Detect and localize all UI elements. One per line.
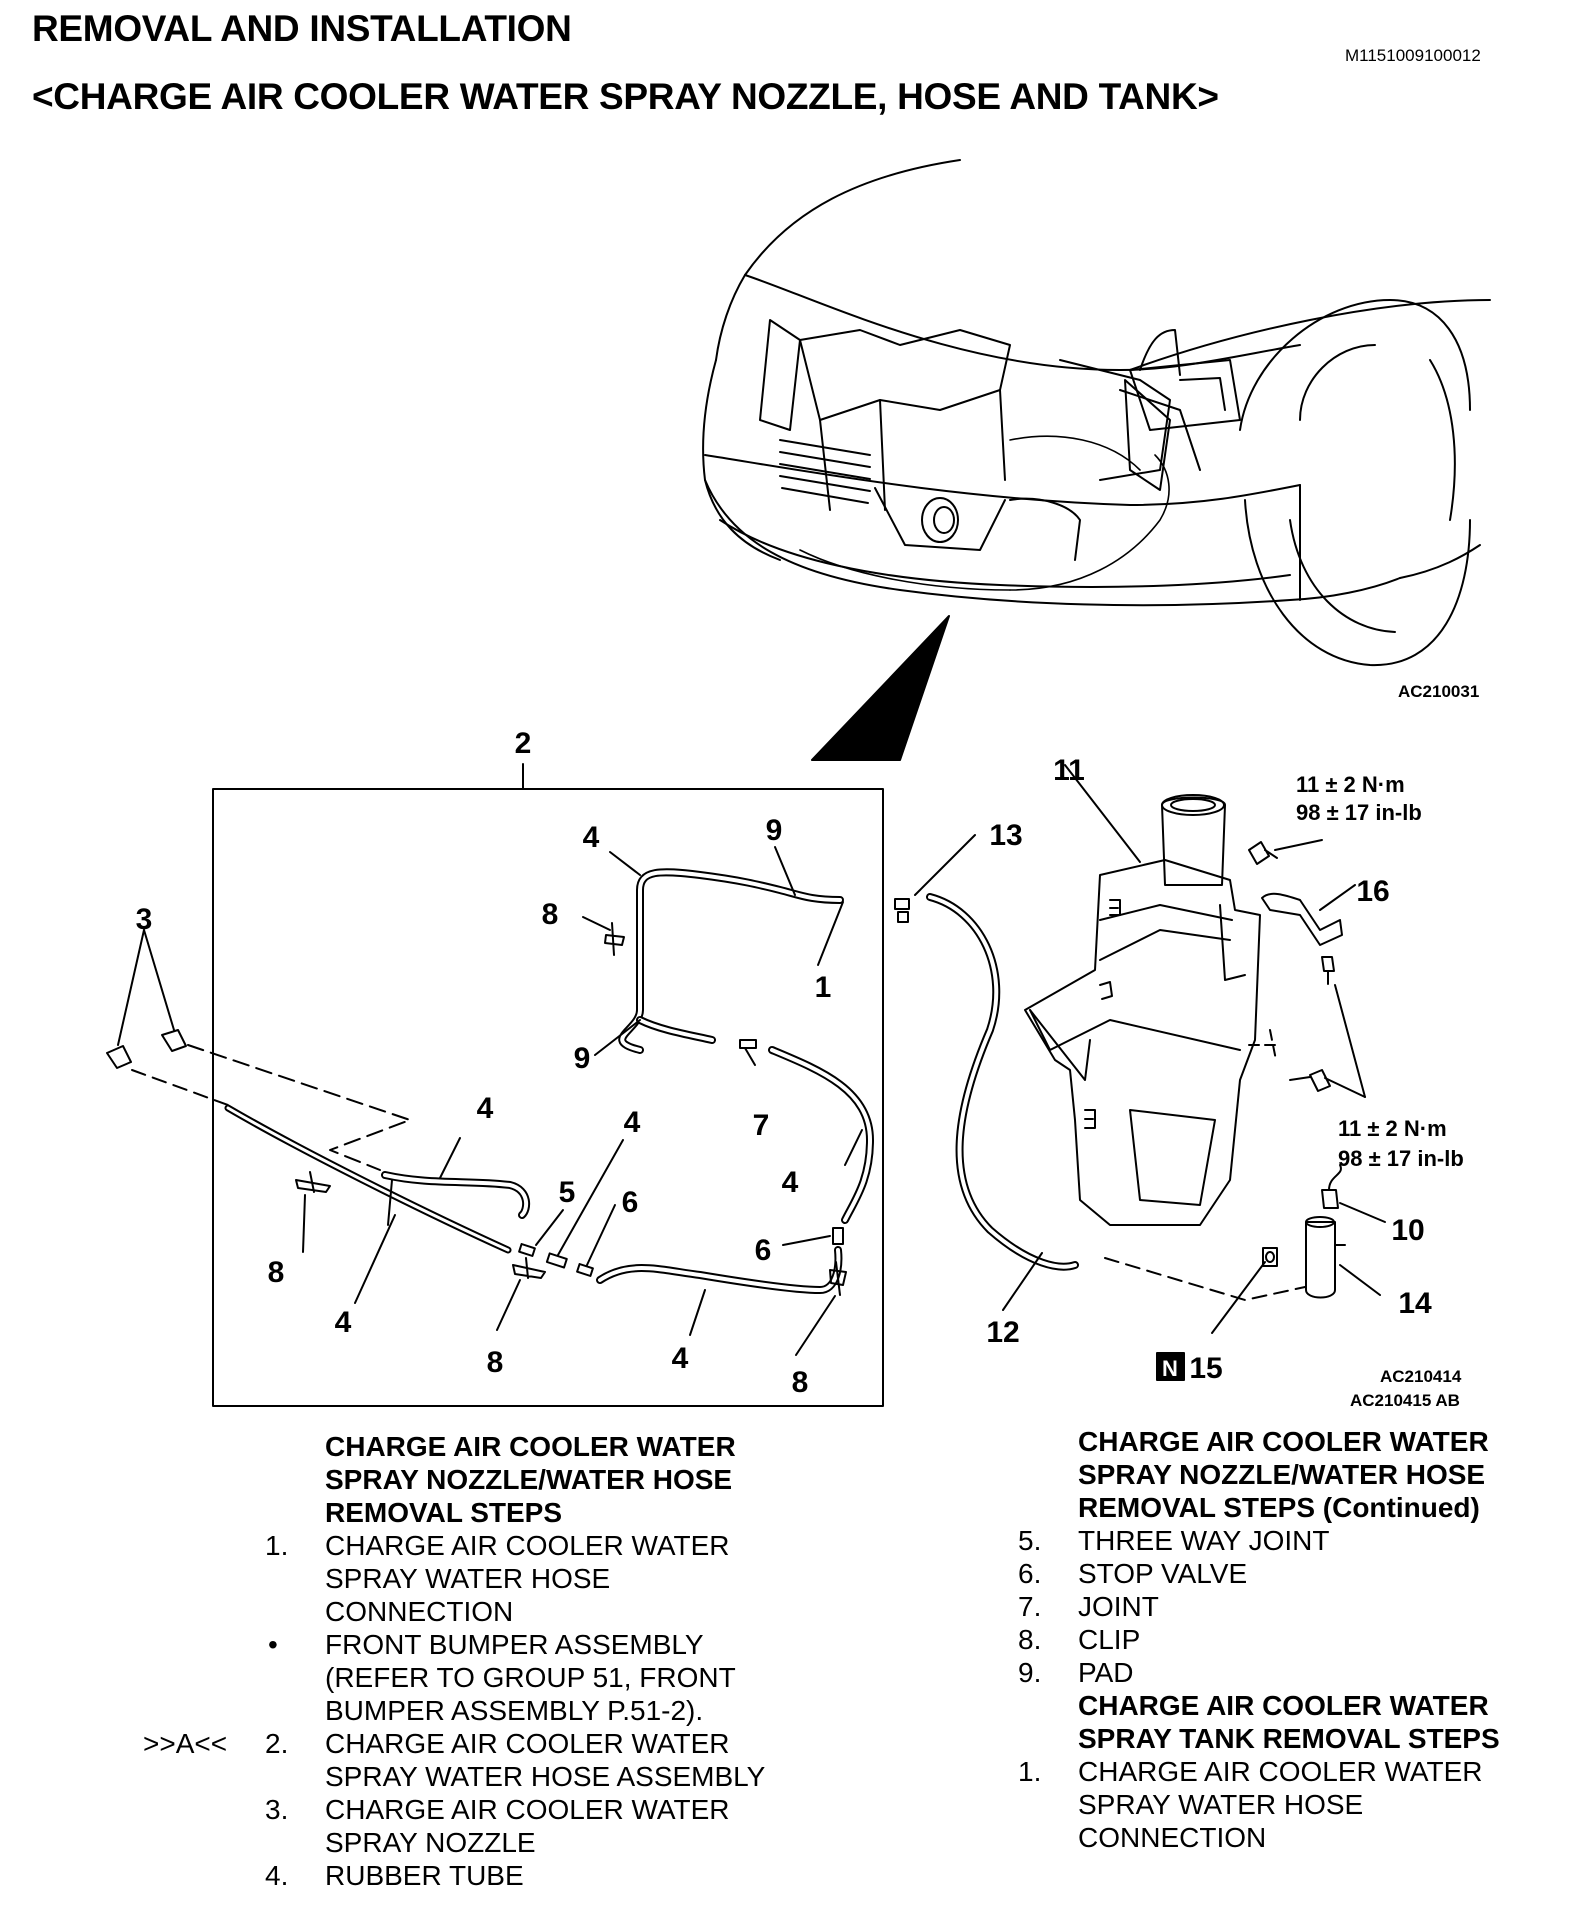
step-item: 6.STOP VALVE (1018, 1558, 1248, 1589)
callout-8: 8 (542, 898, 559, 931)
section-heading: CHARGE AIR COOLER WATER SPRAY NOZZLE/WAT… (1078, 1426, 1489, 1523)
right-steps-column: CHARGE AIR COOLER WATER SPRAY NOZZLE/WAT… (1018, 1425, 1578, 1854)
callout-10: 10 (1391, 1214, 1424, 1247)
callout-13: 13 (989, 819, 1022, 852)
step-item: 5.THREE WAY JOINT (1018, 1525, 1330, 1556)
document-id: M1151009100012 (1345, 46, 1481, 65)
section-heading: CHARGE AIR COOLER WATER SPRAY NOZZLE/WAT… (325, 1431, 736, 1528)
callout-15: 15 (1189, 1352, 1222, 1385)
page-subtitle: <CHARGE AIR COOLER WATER SPRAY NOZZLE, H… (32, 76, 1219, 117)
callout-8: 8 (792, 1366, 809, 1399)
callout-9: 9 (574, 1042, 591, 1075)
left-steps-column: CHARGE AIR COOLER WATER SPRAY NOZZLE/WAT… (143, 1430, 795, 1892)
callout-7: 7 (753, 1109, 770, 1142)
torque-spec-imperial: 98 ± 17 in-lb (1296, 800, 1422, 825)
callout-12: 12 (986, 1316, 1019, 1349)
callout-4: 4 (583, 821, 600, 854)
callout-3: 3 (136, 903, 153, 936)
figure-code: AC210415 AB (1350, 1391, 1460, 1410)
torque-spec-metric: 11 ± 2 N·m (1296, 772, 1405, 797)
callout-4: 4 (782, 1166, 799, 1199)
spray-nozzle (106, 1029, 187, 1069)
callout-8: 8 (268, 1256, 285, 1289)
step-item: 1. CHARGE AIR COOLER WATER SPRAY WATER H… (265, 1530, 730, 1627)
step-item: 7.JOINT (1018, 1591, 1159, 1622)
callout-14: 14 (1398, 1287, 1432, 1320)
hose-assembly-panel (212, 788, 884, 1407)
step-item: 4. RUBBER TUBE (265, 1860, 524, 1891)
callout-4: 4 (672, 1342, 689, 1375)
new-part-badge: N (1162, 1356, 1178, 1381)
figure-code: AC210414 (1380, 1367, 1462, 1386)
callout-8: 8 (487, 1346, 504, 1379)
callout-16: 16 (1356, 875, 1389, 908)
step-item: >>A<< 2. CHARGE AIR COOLER WATER SPRAY W… (143, 1728, 766, 1792)
callout-5: 5 (559, 1176, 576, 1209)
callout-11: 11 (1053, 754, 1085, 787)
figure-code-top: AC210031 (1398, 682, 1479, 701)
step-item: • FRONT BUMPER ASSEMBLY (REFER TO GROUP … (268, 1629, 736, 1726)
callout-9: 9 (766, 814, 783, 847)
torque-spec-imperial: 98 ± 17 in-lb (1338, 1146, 1464, 1171)
step-item: 1. CHARGE AIR COOLER WATER SPRAY WATER H… (1018, 1756, 1483, 1853)
car-front-illustration (702, 159, 1491, 761)
callout-1: 1 (815, 971, 832, 1004)
section-heading: CHARGE AIR COOLER WATER SPRAY TANK REMOV… (1078, 1690, 1500, 1754)
bullet: • (268, 1629, 278, 1660)
callout-6: 6 (622, 1186, 639, 1219)
callout-4: 4 (477, 1092, 494, 1125)
page-title: REMOVAL AND INSTALLATION (32, 8, 572, 49)
callout-4: 4 (335, 1306, 352, 1339)
step-item: 9.PAD (1018, 1657, 1134, 1688)
callout-6: 6 (755, 1234, 772, 1267)
callout-4: 4 (624, 1106, 641, 1139)
washer-tank-illustration (1024, 794, 1306, 1301)
step-item: 8.CLIP (1018, 1624, 1141, 1655)
step-reference-marker: >>A<< (143, 1728, 228, 1759)
callout-2: 2 (515, 727, 532, 760)
exploded-diagram: AC210031 (106, 159, 1491, 1410)
step-item: 3. CHARGE AIR COOLER WATER SPRAY NOZZLE (265, 1794, 730, 1858)
torque-spec-metric: 11 ± 2 N·m (1338, 1116, 1447, 1141)
